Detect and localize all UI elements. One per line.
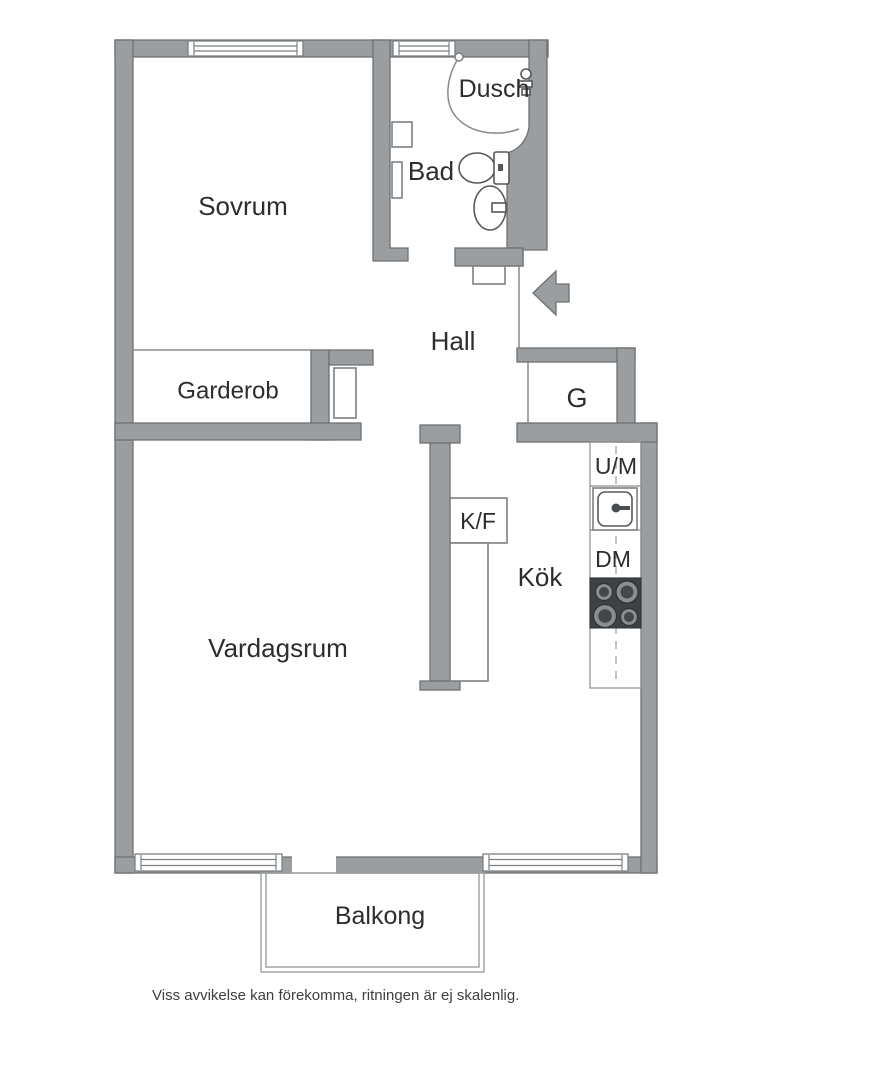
balcony-outline [260,872,485,973]
shower-arc-pivot [454,52,464,62]
g-closet-label: G [566,383,587,413]
dusch-label: Dusch [459,75,530,103]
garderob-door-stub [328,349,374,366]
kitchen-partition-wall [429,442,451,682]
kitchen-window-right [482,853,629,872]
garderob-bottom-wall [114,422,362,441]
kok-label: Kök [518,562,564,592]
right-wall [640,422,658,874]
g-closet-bottom-wall [516,422,658,443]
shower-enclosure-arc [447,56,520,134]
hall-label: Hall [431,326,476,356]
vardagsrum-label: Vardagsrum [208,633,348,663]
bad-label: Bad [408,156,454,186]
disclaimer-caption: Viss avvikelse kan förekomma, ritningen … [152,987,519,1004]
bathroom-cabinet-2 [391,161,403,199]
bathroom-bottom-wall [454,247,524,267]
kitchen-partition-cap-top [419,424,461,444]
garderob-label: Garderob [177,378,278,405]
toilet-icon [458,151,510,185]
top-wall [114,39,549,58]
bathroom-door-threshold [472,265,506,285]
toilet-button [498,164,503,171]
balcony-door-opening [292,856,336,874]
sovrum-window [187,40,304,57]
entrance-arrow-icon [532,269,570,317]
balkong-label: Balkong [335,902,425,930]
sovrum-label: Sovrum [198,191,288,221]
garderob-door-leaf [333,367,357,419]
sink-icon [592,487,638,531]
washbasin-icon [473,185,507,231]
um-label: U/M [595,453,637,479]
bathroom-cabinet-1 [391,121,413,148]
stove-icon [589,577,642,629]
walls [114,39,658,874]
kf-label: K/F [460,508,496,534]
dm-label: DM [595,546,631,572]
bathroom-window [392,40,456,57]
shower-mixer-icon [518,68,533,96]
livingroom-window-left [134,853,283,872]
kitchen-partition-cap-bottom [419,680,461,691]
kitchen-counter-column [589,441,642,689]
bathroom-left-wall [372,39,409,262]
left-wall [114,39,134,874]
kitchen-counter-left [449,542,489,682]
